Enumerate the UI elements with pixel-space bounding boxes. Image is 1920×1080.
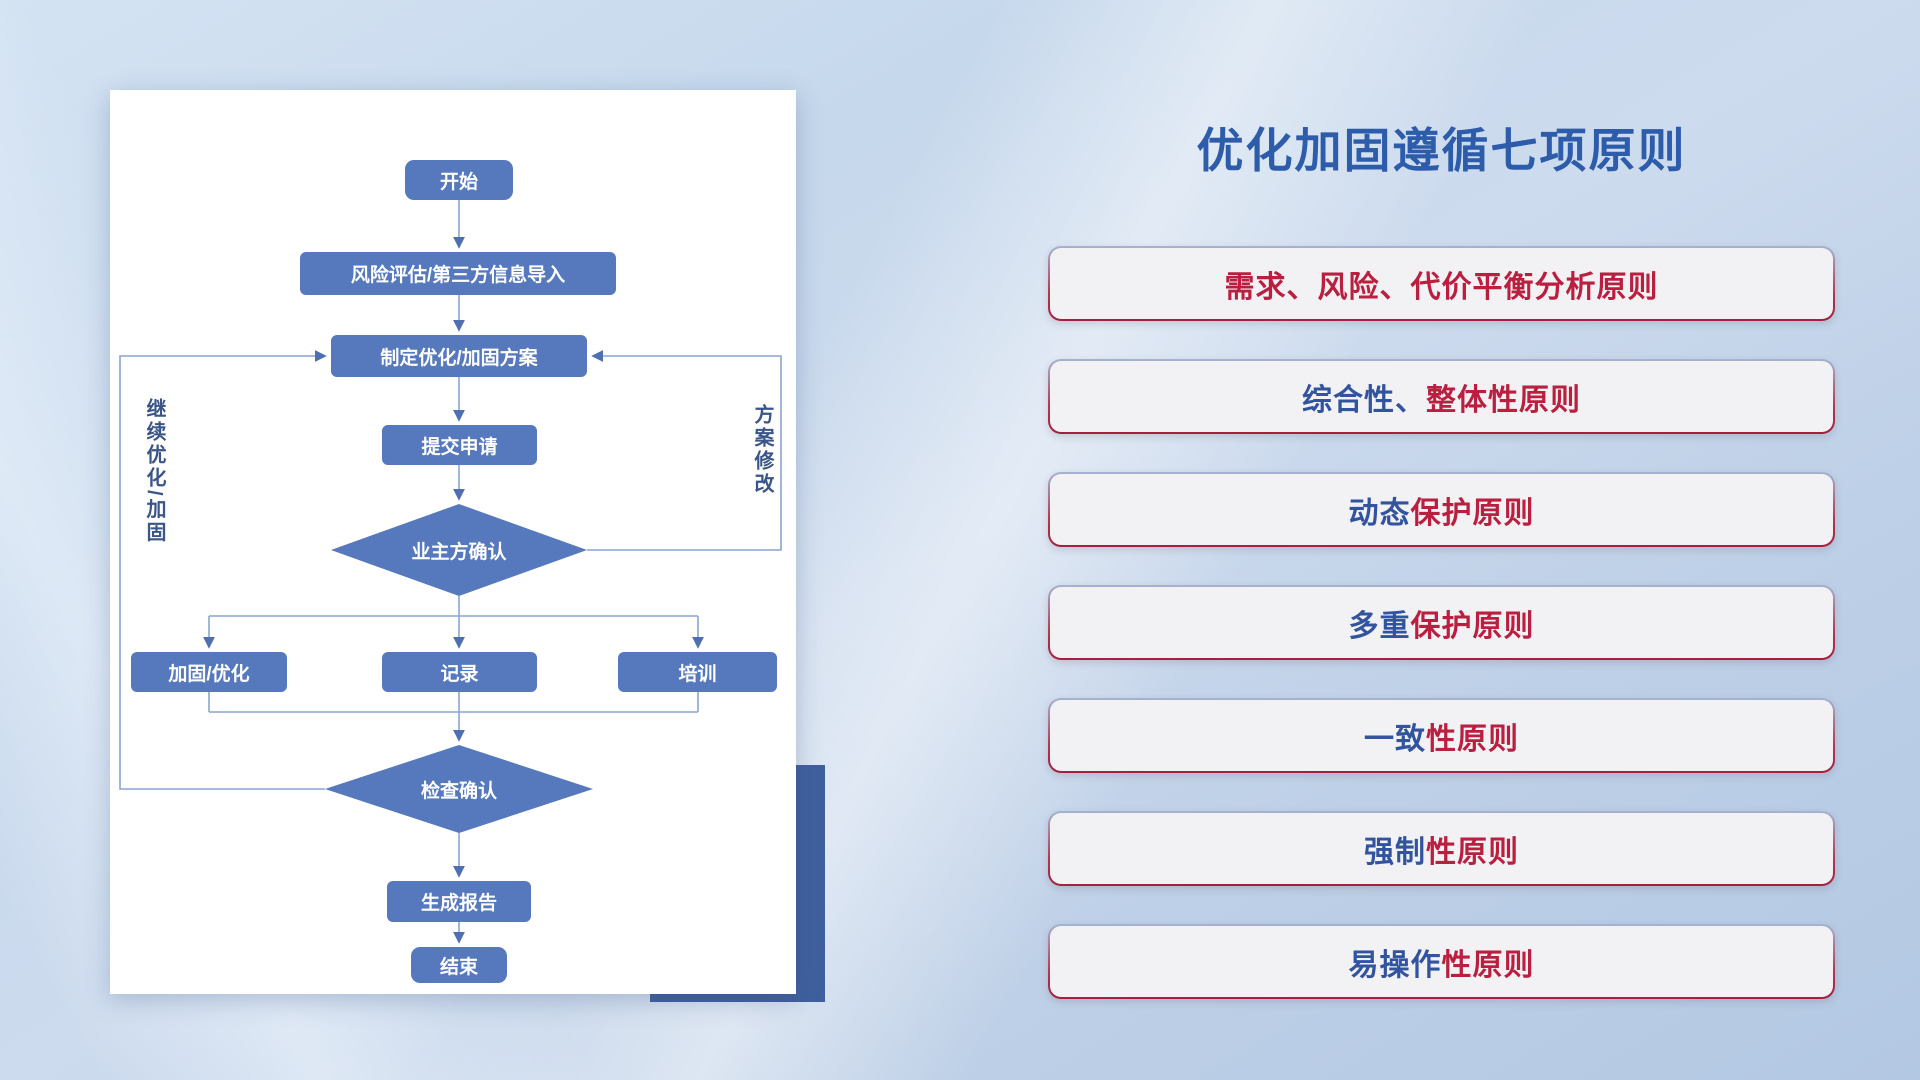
principle-5-blue-part: 一致 — [1364, 722, 1426, 756]
flow-connectors — [119, 200, 782, 944]
page-title: 优化加固遵循七项原则 — [1196, 124, 1687, 177]
principle-item-5: 一致性原则 — [1048, 698, 1835, 773]
principle-6-red-part: 性原则 — [1426, 835, 1519, 869]
principle-item-1: 需求、风险、代价平衡分析原则 — [1048, 246, 1835, 321]
principle-4-red-part: 保护原则 — [1410, 609, 1535, 643]
flow-node-record: 记录 — [382, 652, 537, 692]
flow-node-end: 结束 — [411, 947, 507, 983]
principle-2-blue-part: 综合性、 — [1302, 383, 1426, 417]
principle-item-5-text: 一致性原则 — [1050, 700, 1833, 771]
principle-item-3: 动态保护原则 — [1048, 472, 1835, 547]
principle-4-blue-part: 多重 — [1348, 609, 1411, 643]
principles-list: 需求、风险、代价平衡分析原则 综合性、整体性原则 动态保护原则 多重保护原则 一… — [1048, 246, 1835, 999]
principle-7-red-part: 性原则 — [1441, 948, 1535, 982]
flow-node-make-plan: 制定优化/加固方案 — [331, 335, 587, 377]
flow-node-start: 开始 — [405, 160, 513, 200]
principle-item-3-text: 动态保护原则 — [1050, 474, 1833, 545]
flow-node-submit-request: 提交申请 — [382, 425, 537, 465]
principle-3-red-part: 保护原则 — [1410, 496, 1535, 530]
flow-edge-label-continue-optimize: 继续优化/加固 — [143, 398, 165, 545]
principle-item-4: 多重保护原则 — [1048, 585, 1835, 660]
principle-3-blue-part: 动态 — [1348, 496, 1411, 530]
principle-item-2-text: 综合性、整体性原则 — [1050, 361, 1833, 432]
principle-item-6-text: 强制性原则 — [1050, 813, 1833, 884]
principle-item-7: 易操作性原则 — [1048, 924, 1835, 999]
flow-node-training: 培训 — [618, 652, 777, 692]
principle-6-blue-part: 强制 — [1364, 835, 1426, 869]
flow-edge-label-plan-modify: 方案修改 — [751, 404, 773, 496]
flow-node-risk-import: 风险评估/第三方信息导入 — [300, 252, 616, 295]
principle-5-red-part: 性原则 — [1426, 722, 1519, 756]
principle-item-1-text: 需求、风险、代价平衡分析原则 — [1050, 248, 1833, 319]
principle-1-red-part: 需求、风险、代价平衡分析原则 — [1224, 270, 1659, 304]
principle-item-7-text: 易操作性原则 — [1050, 926, 1833, 997]
principle-item-4-text: 多重保护原则 — [1050, 587, 1833, 658]
principle-item-6: 强制性原则 — [1048, 811, 1835, 886]
flowchart-card: 开始 风险评估/第三方信息导入 制定优化/加固方案 提交申请 业主方确认 加固/… — [110, 90, 796, 994]
principle-7-blue-part: 易操作 — [1348, 948, 1442, 982]
principle-2-red-part: 整体性原则 — [1426, 383, 1581, 417]
principle-item-2: 综合性、整体性原则 — [1048, 359, 1835, 434]
flow-node-generate-report: 生成报告 — [387, 881, 531, 922]
flow-node-reinforce-optimize: 加固/优化 — [131, 652, 287, 692]
